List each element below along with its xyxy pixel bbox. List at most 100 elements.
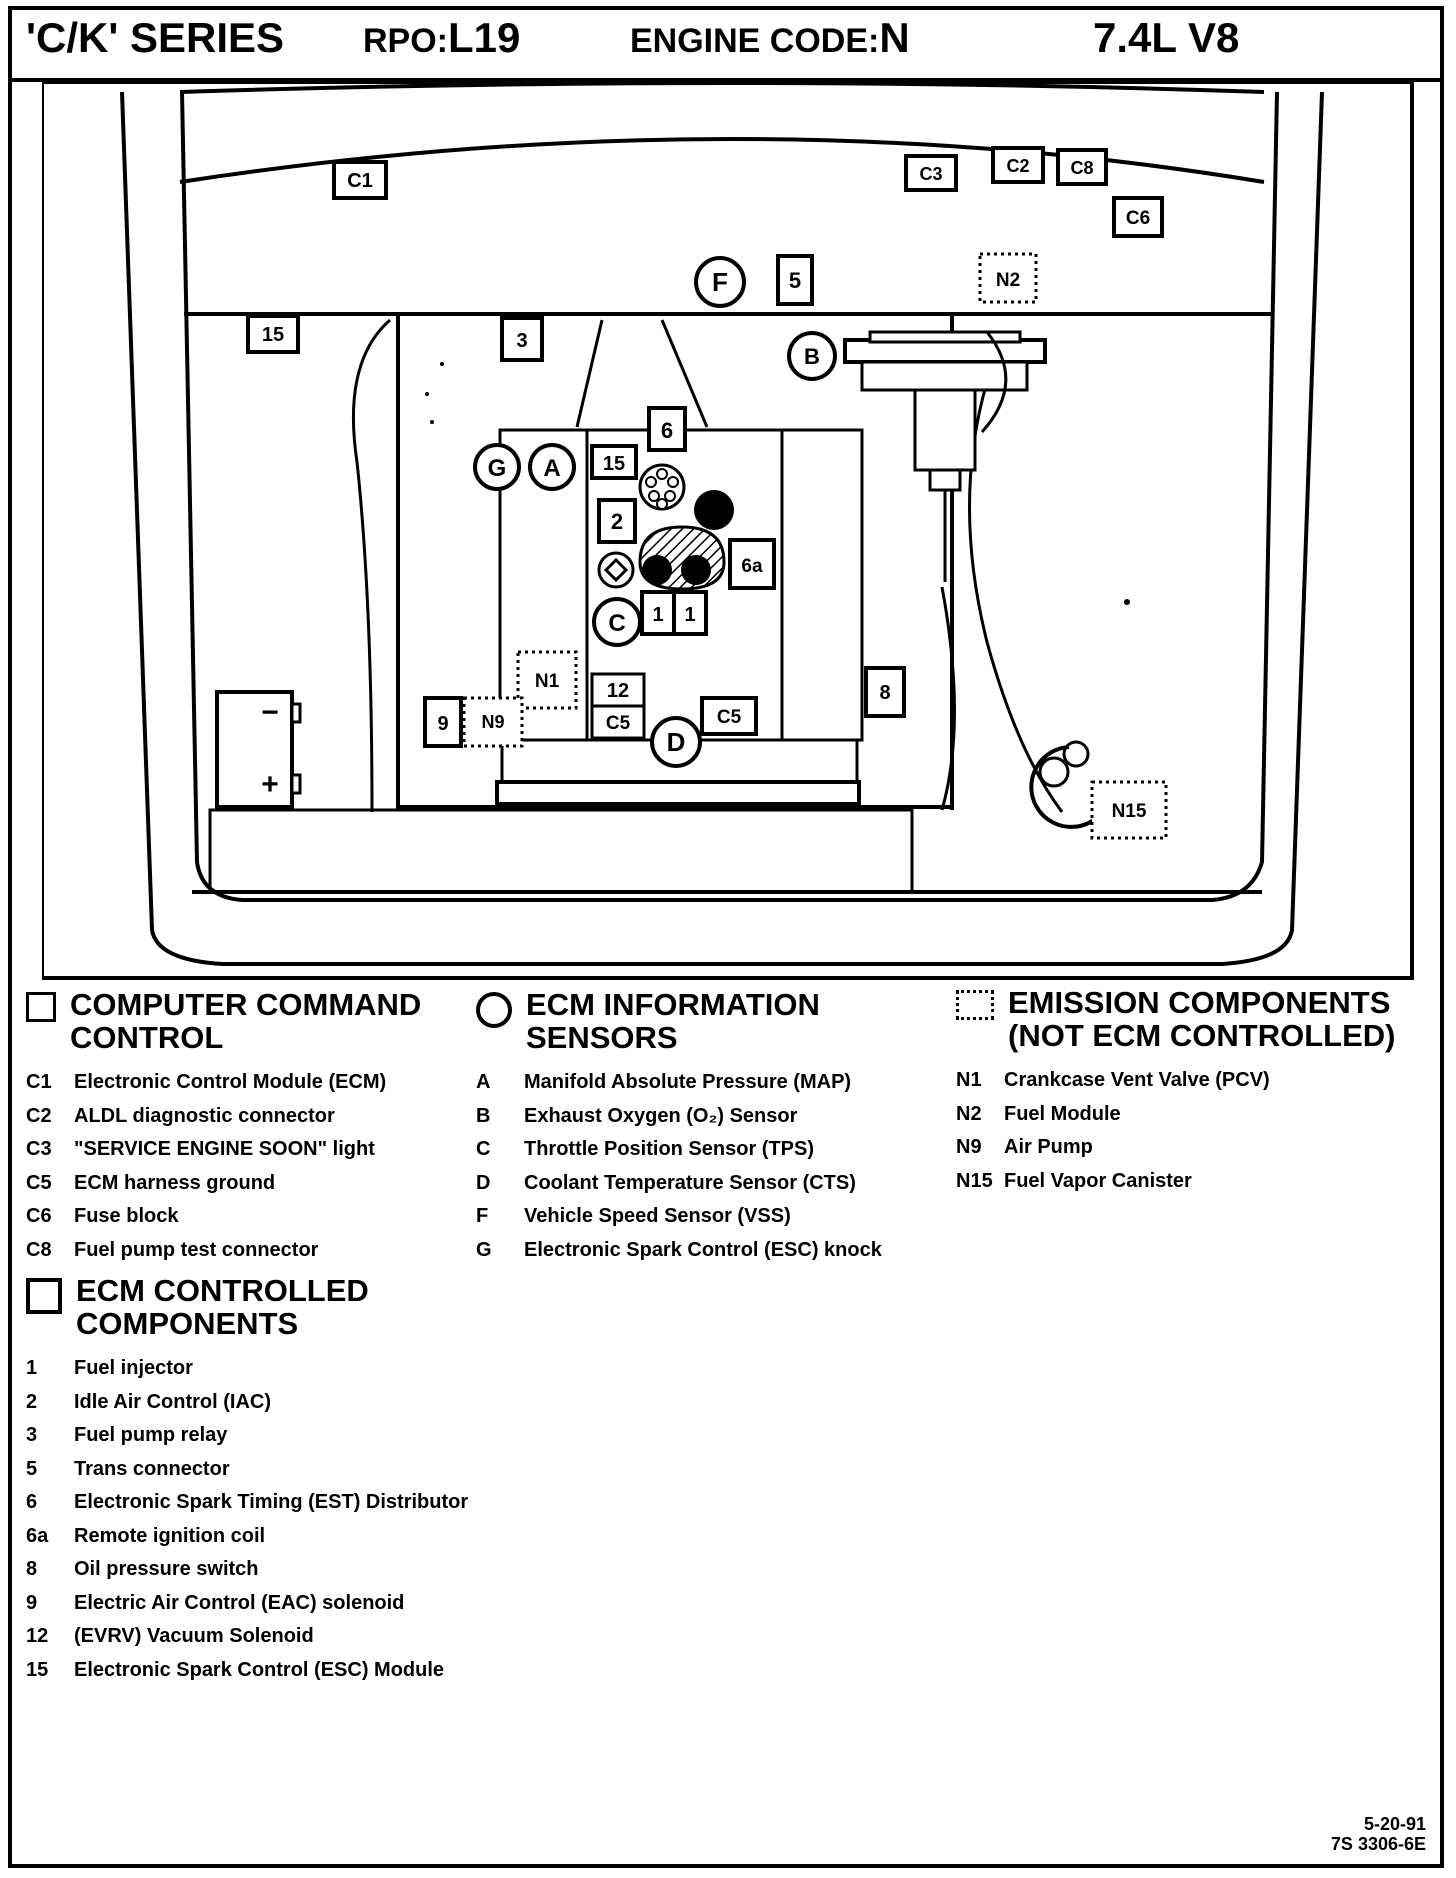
- dist-post: [648, 490, 660, 502]
- legend-item: N2 Fuel Module: [956, 1098, 1426, 1132]
- legend-code: C: [476, 1138, 491, 1161]
- legend-desc: Electronic Spark Control (ESC) knock: [524, 1238, 882, 1261]
- footer-reference: 5-20-91 7S 3306-6E: [1331, 1814, 1426, 1854]
- legend-code: 1: [26, 1357, 38, 1380]
- rpo-field: RPO:L19: [363, 14, 520, 62]
- label-1-right: 1: [684, 604, 695, 626]
- legend-code: 3: [26, 1424, 38, 1447]
- rpo-value: L19: [448, 14, 521, 61]
- legend-code: C1: [26, 1071, 52, 1094]
- box-5: [776, 254, 814, 306]
- dist-post: [645, 476, 657, 488]
- fuel-module-top: [868, 330, 1022, 344]
- label-d: D: [667, 727, 686, 757]
- battery-terminal-pos: [290, 773, 302, 795]
- iac-diamond: [603, 557, 629, 583]
- dot-mark: [430, 420, 434, 424]
- label-c3: C3: [919, 164, 942, 184]
- label-n2: N2: [996, 270, 1020, 291]
- legend-desc: Coolant Temperature Sensor (CTS): [524, 1171, 856, 1194]
- legend-code: 15: [26, 1658, 49, 1681]
- legend-title-line: ECM CONTROLLED: [76, 1273, 369, 1308]
- legend-code: C6: [26, 1205, 52, 1228]
- left-hose: [351, 318, 391, 813]
- label-15-left: 15: [262, 324, 284, 346]
- battery: [215, 690, 302, 809]
- square-symbol-icon: [26, 1278, 62, 1314]
- legend-desc: Fuel Module: [1004, 1102, 1121, 1125]
- legend-desc: Idle Air Control (IAC): [74, 1390, 272, 1413]
- square-symbol-icon: [26, 992, 56, 1022]
- box-c5-left: [590, 704, 646, 740]
- legend-item: 8 Oil pressure switch: [26, 1553, 506, 1587]
- circle-f: [694, 256, 746, 308]
- legend-code: N2: [956, 1102, 982, 1125]
- circle-b: [787, 331, 837, 381]
- label-c: C: [608, 610, 625, 637]
- label-c8: C8: [1070, 158, 1093, 178]
- rpo-label: RPO:: [363, 22, 448, 60]
- label-12: 12: [607, 680, 629, 702]
- legend-desc: Air Pump: [1004, 1136, 1093, 1159]
- box-c6: [1112, 196, 1164, 238]
- outer-fender-line: [120, 91, 1324, 966]
- circle-d: [650, 716, 702, 768]
- box-6a: [728, 538, 776, 590]
- legend-desc: Remote ignition coil: [74, 1524, 266, 1547]
- legend-item: C3"SERVICE ENGINE SOON" light: [26, 1133, 466, 1167]
- legend-code: C2: [26, 1104, 52, 1127]
- coil-cap: [694, 490, 734, 530]
- series-text: 'C/K' SERIES: [26, 14, 285, 61]
- air-cleaner-left: [575, 319, 604, 428]
- legend-code: F: [476, 1205, 489, 1228]
- legend-code: 9: [26, 1591, 38, 1614]
- label-3: 3: [516, 330, 527, 352]
- circle-a: [528, 443, 576, 491]
- legend-desc: Electronic Control Module (ECM): [74, 1071, 387, 1094]
- injector-port: [681, 555, 711, 585]
- label-n1: N1: [535, 671, 560, 692]
- legend-desc: "SERVICE ENGINE SOON" light: [74, 1138, 375, 1161]
- legend-desc: Oil pressure switch: [74, 1558, 259, 1581]
- engine-code-label: ENGINE CODE:: [630, 22, 880, 60]
- sensor-circle-group: [473, 256, 837, 768]
- diagram-label-group: C1 C3 C2 C8 C6 F 5 N2 15 3 B 6 G A 15 2 …: [262, 156, 1150, 822]
- legend-title-line: (NOT ECM CONTROLLED): [1008, 1018, 1396, 1053]
- circle-symbol-icon: [476, 992, 512, 1028]
- label-5: 5: [789, 268, 801, 293]
- box-c5-right: [700, 696, 758, 736]
- fuel-filter: [913, 388, 977, 472]
- legend-title-line: SENSORS: [526, 1020, 678, 1055]
- legend-title-line: COMPUTER COMMAND: [70, 987, 422, 1022]
- legend-item: C2 ALDL diagnostic connector: [26, 1100, 466, 1134]
- box-8: [864, 666, 906, 718]
- legend-item: C1 Electronic Control Module (ECM): [26, 1066, 466, 1100]
- legend-code: 2: [26, 1390, 38, 1413]
- label-c5-right: C5: [717, 707, 742, 728]
- box-2: [597, 498, 637, 544]
- label-a: A: [543, 455, 560, 482]
- dot-mark: [440, 362, 444, 366]
- legend-desc: Manifold Absolute Pressure (MAP): [524, 1071, 852, 1094]
- engine-text: 7.4L V8: [1093, 14, 1240, 61]
- engine-front-plate: [495, 780, 861, 806]
- legend-code: C8: [26, 1238, 52, 1261]
- legend-desc: ALDL diagnostic connector: [74, 1104, 335, 1127]
- box-c1: [332, 160, 388, 200]
- label-2: 2: [611, 509, 623, 534]
- header-bar: 'C/K' SERIES RPO:L19 ENGINE CODE:N 7.4L …: [8, 6, 1444, 82]
- label-1-left: 1: [652, 604, 663, 626]
- legend-code: G: [476, 1238, 492, 1261]
- legend-desc: Fuel injector: [74, 1357, 193, 1380]
- legend-code: 8: [26, 1558, 38, 1581]
- box-9: [423, 696, 463, 748]
- canister-outline: [1029, 745, 1106, 829]
